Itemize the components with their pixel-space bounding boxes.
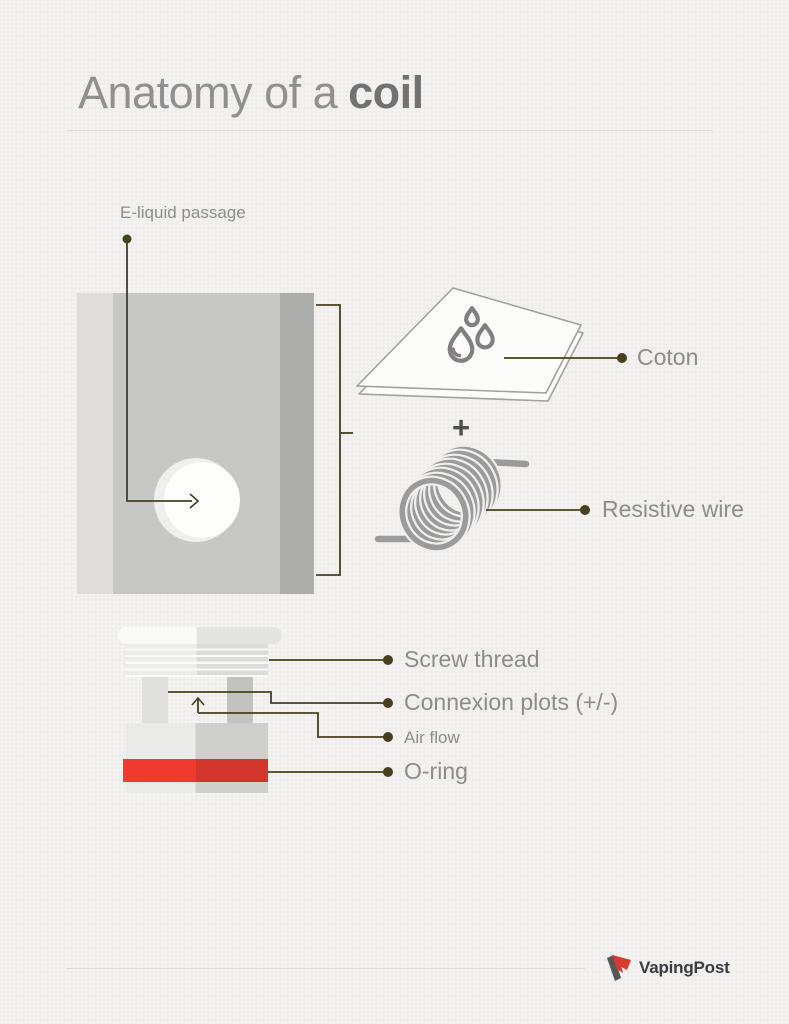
- page-title-bold: coil: [348, 67, 424, 118]
- o-ring-left: [123, 759, 196, 782]
- page-title-regular: Anatomy of a: [78, 67, 338, 118]
- connexion-post-right: [227, 677, 253, 724]
- connexion-plots-dot: [383, 698, 393, 708]
- vapingpost-logo-text: VapingPost: [639, 958, 730, 977]
- screw-thread-label: Screw thread: [404, 646, 540, 672]
- atomizer-body-highlight: [77, 293, 113, 594]
- atomizer-body-graphic: [77, 293, 314, 594]
- air-flow-arrowhead-icon: [191, 696, 205, 706]
- logo-v-stroke: [607, 955, 621, 981]
- o-ring-graphic: [123, 759, 268, 782]
- atomizer-body-shadow: [280, 293, 314, 594]
- droplets-icon: [450, 306, 495, 361]
- plus-sign: +: [452, 410, 471, 445]
- connexion-plots-label: Connexion plots (+/-): [404, 689, 619, 715]
- vapingpost-logo-icon: [607, 955, 631, 981]
- coil-head-cap: [118, 627, 282, 644]
- body-bracket: [316, 304, 341, 576]
- coton-label: Coton: [637, 344, 699, 370]
- coil-spring-graphic: [374, 442, 530, 557]
- title-divider: [67, 130, 713, 131]
- o-ring-dot: [383, 767, 393, 777]
- resistive-wire-label: Resistive wire: [602, 496, 744, 522]
- screw-thread-graphic: [125, 644, 268, 677]
- logo-flag: [612, 955, 631, 973]
- o-ring-label: O-ring: [404, 758, 468, 784]
- air-flow-label: Air flow: [404, 728, 460, 747]
- connexion-plots-callout-line: [168, 691, 384, 704]
- e-liquid-dot: [122, 234, 132, 244]
- coil-head-base: [126, 723, 268, 793]
- vapingpost-logo: VapingPost: [606, 954, 730, 982]
- air-flow-dot: [383, 732, 393, 742]
- wick-hole: [164, 462, 240, 538]
- droplet-highlight: [451, 347, 462, 358]
- o-ring-right: [195, 759, 268, 782]
- resistive-wire-dot: [580, 505, 590, 515]
- cotton-sheet-graphic: [356, 287, 584, 402]
- connexion-post-left: [142, 677, 168, 724]
- coton-dot: [617, 353, 627, 363]
- e-liquid-passage-label: E-liquid passage: [120, 203, 246, 222]
- footer-divider: [67, 968, 585, 969]
- screw-thread-dot: [383, 655, 393, 665]
